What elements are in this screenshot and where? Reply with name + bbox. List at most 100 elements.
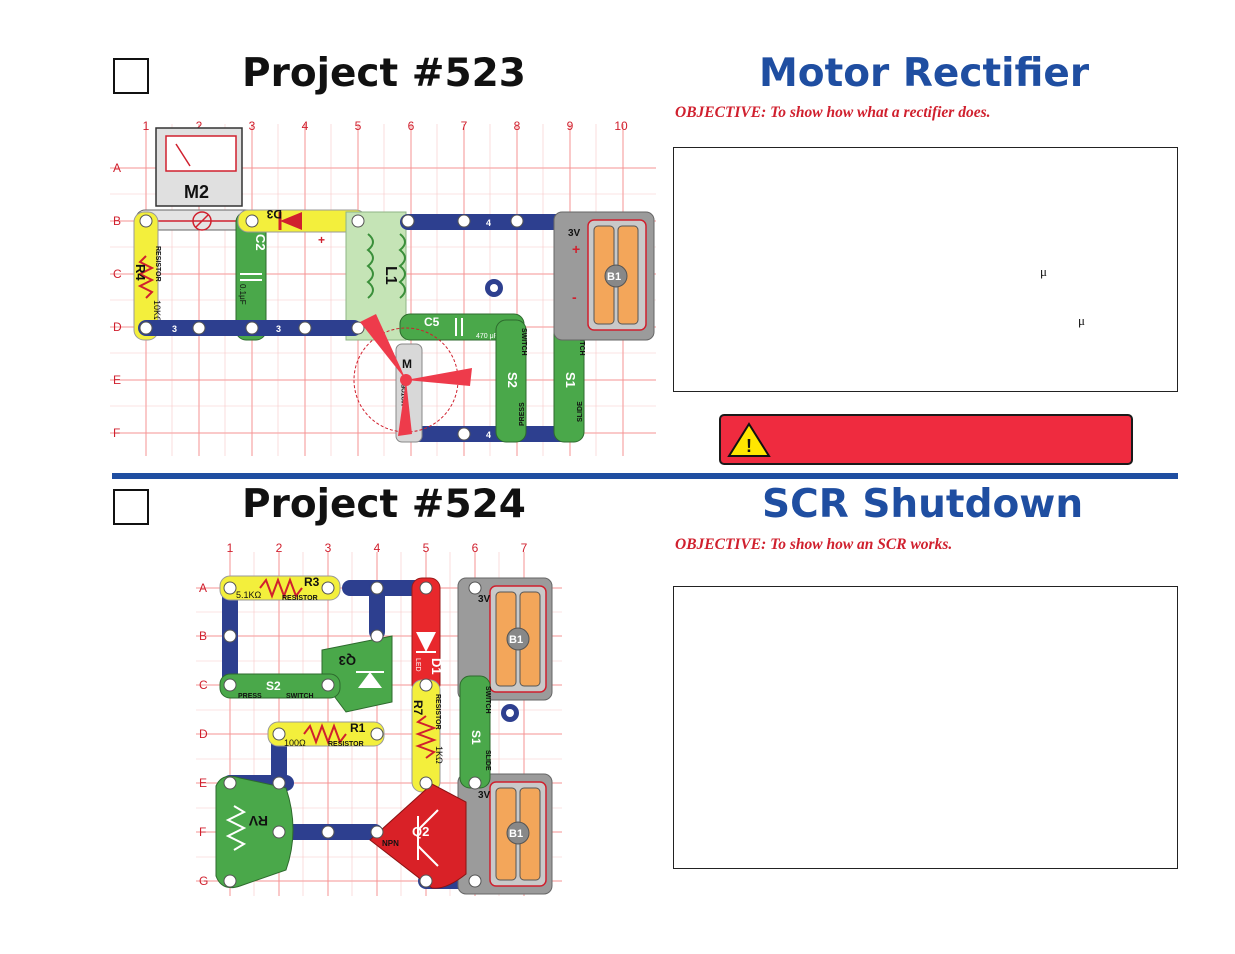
s1-type: SLIDE bbox=[577, 401, 584, 422]
meter-m2: M2 bbox=[155, 127, 243, 207]
col-label: 10 bbox=[614, 119, 628, 133]
col-label: 1 bbox=[143, 119, 150, 133]
b1-label: B1 bbox=[607, 271, 621, 283]
project-524-instructions-box bbox=[673, 586, 1178, 869]
s2-label: S2 bbox=[505, 372, 520, 388]
row-label: G bbox=[199, 874, 208, 888]
r4-type: RESISTOR bbox=[154, 246, 161, 282]
s2-sw: SWITCH bbox=[520, 328, 527, 356]
row-label: D bbox=[113, 320, 122, 334]
project-523-checkbox[interactable] bbox=[113, 58, 149, 94]
r4-label: R4 bbox=[133, 264, 148, 281]
row-label: A bbox=[113, 161, 121, 175]
r7-type: RESISTOR bbox=[434, 694, 441, 730]
r3-value: 5.1KΩ bbox=[236, 590, 262, 600]
col-label: 2 bbox=[196, 119, 203, 133]
r3-type: RESISTOR bbox=[282, 595, 318, 602]
warning-triangle-icon: ! bbox=[727, 422, 771, 457]
svg-text:+: + bbox=[318, 233, 325, 247]
s1-label: S1 bbox=[469, 730, 483, 745]
project-523-instructions-box bbox=[673, 147, 1178, 392]
s1-label: S1 bbox=[563, 372, 578, 388]
col-label: 1 bbox=[227, 541, 234, 555]
wire-4a: 4 bbox=[486, 218, 491, 228]
r3-label: R3 bbox=[304, 575, 320, 589]
b1-bottom-voltage: 3V bbox=[478, 790, 491, 801]
s2-type: PRESS bbox=[519, 402, 526, 426]
r4-value: 10KΩ bbox=[152, 300, 162, 323]
col-label: 4 bbox=[302, 119, 309, 133]
row-label: F bbox=[113, 426, 120, 440]
s1-switch: SWITCH bbox=[484, 686, 491, 714]
project-524-name: SCR Shutdown bbox=[762, 482, 1084, 527]
l1-label: L1 bbox=[382, 266, 399, 285]
rv-label: RV bbox=[248, 813, 268, 829]
row-label: D bbox=[199, 727, 208, 741]
project-523-title: Project #523 bbox=[242, 51, 526, 96]
project-523-mu-1: μ bbox=[1040, 264, 1047, 279]
project-524-objective: OBJECTIVE: To show how an SCR works. bbox=[675, 536, 953, 553]
col-label: 6 bbox=[408, 119, 415, 133]
d1-label: D1 bbox=[429, 658, 444, 675]
col-label: 7 bbox=[461, 119, 468, 133]
s1-slide: SLIDE bbox=[484, 750, 491, 771]
col-label: 9 bbox=[567, 119, 574, 133]
row-label: C bbox=[113, 267, 122, 281]
c5-value: 470 μF bbox=[476, 333, 498, 340]
b1-top-voltage: 3V bbox=[478, 594, 491, 605]
project-523-name: Motor Rectifier bbox=[759, 51, 1090, 96]
col-label: 3 bbox=[325, 541, 332, 555]
section-divider bbox=[112, 473, 1178, 479]
row-label: B bbox=[199, 629, 207, 643]
s2-press: PRESS bbox=[238, 693, 262, 700]
col-label: 5 bbox=[355, 119, 362, 133]
row-label: A bbox=[199, 581, 207, 595]
col-label: 4 bbox=[374, 541, 381, 555]
col-label: 3 bbox=[249, 119, 256, 133]
project-524-circuit-diagram: 1 2 3 4 5 6 7 A B C D E F G B1 3V B1 3V bbox=[196, 541, 562, 896]
row-label: B bbox=[113, 214, 121, 228]
wires-523: 3 3 4 4 bbox=[138, 214, 574, 442]
row-label: E bbox=[199, 776, 207, 790]
q2-npn: NPN bbox=[382, 839, 399, 848]
wire-3a: 3 bbox=[172, 324, 177, 334]
wire-4b: 4 bbox=[486, 430, 491, 440]
project-524-checkbox[interactable] bbox=[113, 489, 149, 525]
wire-3b: 3 bbox=[276, 324, 281, 334]
col-label: 5 bbox=[423, 541, 430, 555]
r7-value: 1KΩ bbox=[434, 746, 444, 764]
d1-led: LED bbox=[414, 658, 421, 672]
svg-text:-: - bbox=[572, 289, 577, 305]
s2-switch: SWITCH bbox=[286, 693, 314, 700]
row-label: F bbox=[199, 825, 206, 839]
r7-label: R7 bbox=[411, 700, 425, 716]
row-label: E bbox=[113, 373, 121, 387]
b1-top-label: B1 bbox=[509, 634, 523, 646]
project-523-mu-2: μ bbox=[1078, 313, 1085, 328]
r1-value: 100Ω bbox=[284, 738, 306, 748]
project-523-circuit-diagram: 1 2 3 4 5 6 7 8 9 10 A B C D E F M2 R4 R… bbox=[110, 119, 656, 456]
r1-type: RESISTOR bbox=[328, 741, 364, 748]
q3-label: Q3 bbox=[339, 653, 356, 668]
s1-sw: SWITCH bbox=[578, 328, 585, 356]
col-label: 7 bbox=[521, 541, 528, 555]
col-label: 6 bbox=[472, 541, 479, 555]
c5-label: C5 bbox=[424, 315, 440, 329]
motor-m: M bbox=[402, 357, 412, 371]
c2-value: 0.1μF bbox=[238, 284, 247, 305]
project-523-objective: OBJECTIVE: To show how what a rectifier … bbox=[675, 104, 991, 121]
q2-label: Q2 bbox=[412, 824, 429, 839]
warning-banner: ! bbox=[719, 414, 1133, 465]
row-label: C bbox=[199, 678, 208, 692]
col-label: 2 bbox=[276, 541, 283, 555]
svg-text:!: ! bbox=[746, 436, 752, 456]
svg-text:+: + bbox=[572, 241, 580, 257]
r1-label: R1 bbox=[350, 721, 366, 735]
d3-label: D3 bbox=[266, 207, 282, 221]
project-524-title: Project #524 bbox=[242, 482, 526, 527]
col-label: 8 bbox=[514, 119, 521, 133]
meter-label: M2 bbox=[184, 182, 209, 202]
b1-voltage: 3V bbox=[568, 228, 581, 239]
c2-label: C2 bbox=[253, 234, 268, 251]
s2-label: S2 bbox=[266, 679, 281, 693]
